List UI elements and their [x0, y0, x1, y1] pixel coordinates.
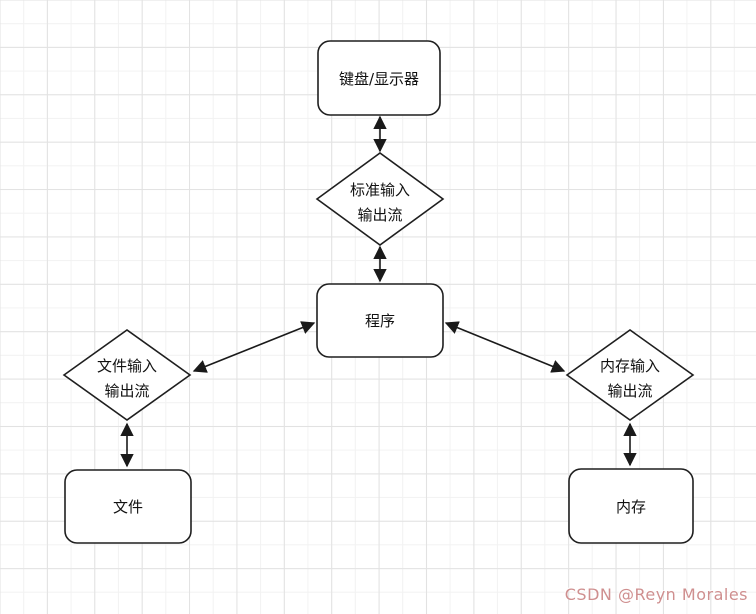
node-standard-io-stream [315, 152, 445, 246]
node-file [64, 469, 192, 544]
node-program [316, 283, 444, 358]
connector-program-fileio [192, 321, 316, 373]
node-standard-io-stream-label-line2: 输出流 [357, 206, 402, 224]
node-file-io-stream [62, 329, 192, 421]
node-memory-io-stream-label-line1: 内存输入 [600, 357, 660, 375]
node-memory-io-stream [565, 329, 695, 421]
node-file-io-stream-label-line1: 文件输入 [97, 357, 157, 375]
node-file-label: 文件 [113, 498, 143, 516]
node-memory [568, 468, 694, 544]
node-file-io-stream-label-line2: 输出流 [104, 382, 149, 400]
node-keyboard-display [317, 40, 441, 116]
node-keyboard-display-label: 键盘/显示器 [339, 70, 419, 88]
node-standard-io-stream-label-line1: 标准输入 [350, 181, 410, 199]
connector-program-memio [444, 321, 566, 373]
node-memory-label: 内存 [616, 498, 646, 516]
node-memory-io-stream-label-line2: 输出流 [607, 382, 652, 400]
csdn-watermark: CSDN @Reyn Morales [564, 585, 748, 604]
node-program-label: 程序 [365, 312, 395, 330]
